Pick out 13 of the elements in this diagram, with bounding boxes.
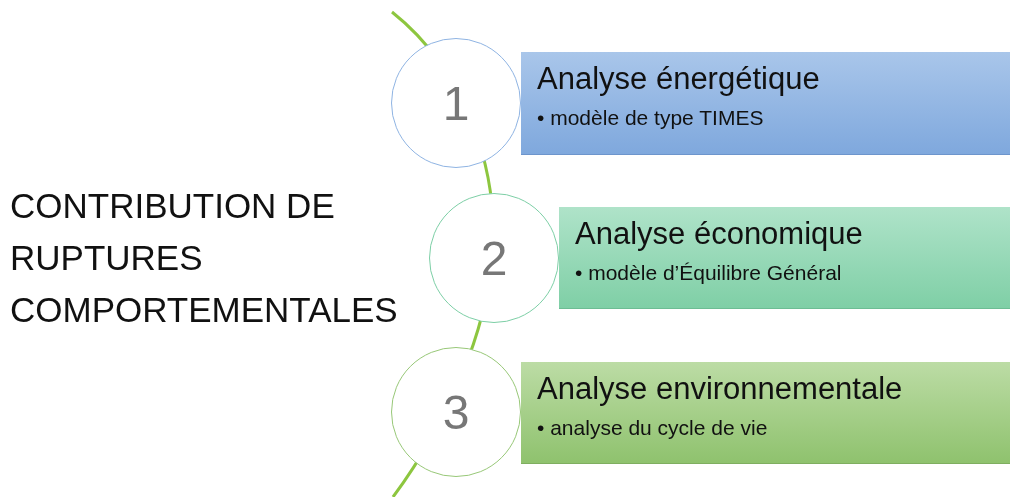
bar-heading: Analyse économique [575, 215, 863, 253]
list-bar [559, 207, 1010, 309]
bar-heading: Analyse environnementale [537, 370, 903, 408]
list-bar [521, 362, 1010, 464]
list-bar [521, 52, 1010, 155]
bullet-text: • modèle d’Équilibre Général [575, 260, 842, 286]
bar-heading: Analyse énergétique [537, 60, 820, 98]
side-heading: CONTRIBUTION DE RUPTURES COMPORTEMENTALES [10, 185, 399, 331]
step-number: 3 [442, 384, 470, 440]
bullet-text: • modèle de type TIMES [537, 105, 764, 131]
step-number: 1 [442, 75, 470, 131]
step-number: 2 [480, 230, 508, 286]
bullet-text: • analyse du cycle de vie [537, 415, 768, 441]
